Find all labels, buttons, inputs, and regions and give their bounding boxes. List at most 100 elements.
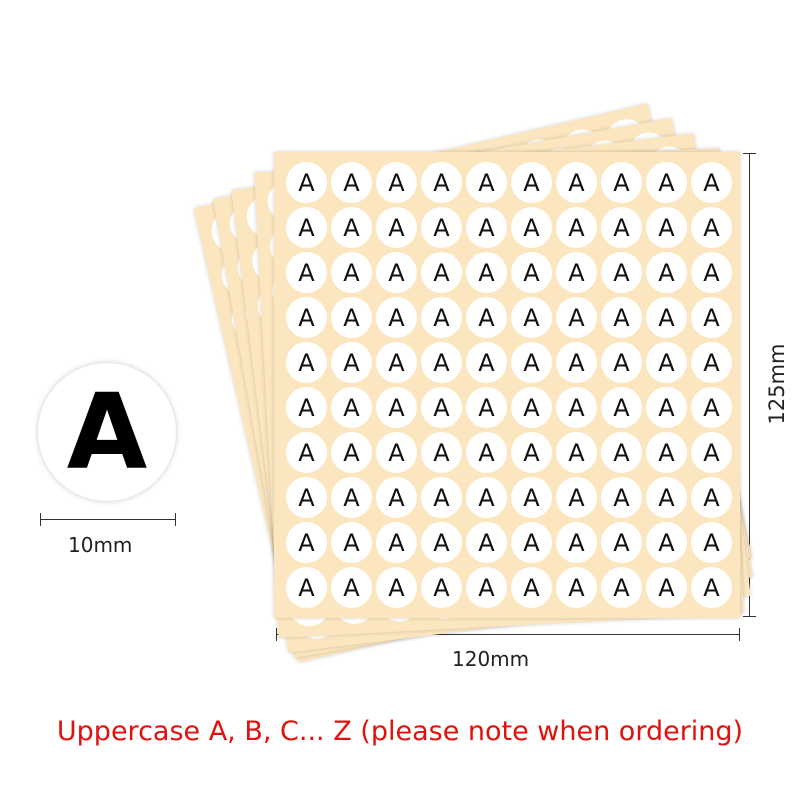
sample-dimension-tick-left [40,513,41,526]
sheet-height-label: 125mm [765,343,789,425]
sticker-dot: A [601,432,642,473]
sticker-dot: A [421,567,462,608]
sticker-dot: A [691,207,732,248]
sticker-dot: A [421,342,462,383]
sticker-dot: A [421,252,462,293]
sticker-dot: A [556,522,597,563]
sheet-height-line [749,153,750,617]
sample-dimension-line [40,519,176,520]
sticker-dot: A [466,207,507,248]
sticker-dot: A [331,297,372,338]
sticker-dot: A [646,252,687,293]
sample-letter: A [66,371,148,493]
sticker-dot: A [466,522,507,563]
sticker-dot: A [556,297,597,338]
sticker-dot: A [511,207,552,248]
sticker-dot: A [376,252,417,293]
sticker-dot: A [691,342,732,383]
sticker-dot: A [601,297,642,338]
sticker-dot: A [376,342,417,383]
sticker-dot: A [331,162,372,203]
sample-sticker: A [38,363,176,501]
sticker-dot: A [286,477,327,518]
sticker-dot: A [556,207,597,248]
sticker-dot: A [511,567,552,608]
sticker-dot: A [511,162,552,203]
sticker-dot: A [376,522,417,563]
sheet-width-label: 120mm [452,647,530,671]
sticker-dot: A [466,387,507,428]
sticker-dot: A [691,567,732,608]
sticker-dot: A [286,252,327,293]
sheet-width-tick-right [739,628,740,641]
sticker-dot: A [376,387,417,428]
sticker-dot: A [511,522,552,563]
sticker-dot: A [646,387,687,428]
sticker-dot: A [466,567,507,608]
sticker-dot: A [691,297,732,338]
sticker-dot: A [376,567,417,608]
sticker-dot: A [556,567,597,608]
sticker-dot: A [691,387,732,428]
sample-dimension-label: 10mm [68,533,133,557]
sticker-dot: A [286,342,327,383]
sticker-dot: A [646,522,687,563]
sticker-dot: A [646,162,687,203]
sticker-dot: A [376,207,417,248]
sticker-dot: A [511,432,552,473]
sticker-dot: A [286,162,327,203]
sticker-dot: A [421,207,462,248]
sheet-width-tick-left [276,628,277,641]
ordering-note: Uppercase A, B, C... Z (please note when… [56,716,744,747]
sticker-dot: A [421,387,462,428]
sticker-dot: A [601,567,642,608]
sticker-dot: A [376,162,417,203]
sticker-dot: A [511,342,552,383]
sticker-dot: A [421,297,462,338]
sticker-dot: A [376,297,417,338]
sticker-dot: A [376,432,417,473]
sticker-dot: A [691,162,732,203]
sticker-dot: A [556,252,597,293]
sticker-dot: A [646,342,687,383]
sticker-dot: A [556,432,597,473]
sticker-dot: A [466,342,507,383]
sheet-height-tick-bottom [743,616,756,617]
sticker-dot: A [601,387,642,428]
sheet-height-tick-top [743,153,756,154]
sticker-dot: A [601,207,642,248]
sticker-dot: A [286,432,327,473]
sticker-dot: A [466,432,507,473]
sticker-dot: A [331,387,372,428]
sticker-dot: A [646,297,687,338]
sticker-dot: A [691,432,732,473]
sticker-dot: A [511,477,552,518]
sticker-dot: A [421,522,462,563]
sticker-dot: A [511,297,552,338]
sticker-dot: A [331,342,372,383]
sticker-dot: A [331,252,372,293]
sticker-dot: A [331,432,372,473]
sticker-dot: A [511,387,552,428]
sticker-dot: A [691,477,732,518]
sticker-dot: A [286,522,327,563]
sticker-dot: A [421,477,462,518]
sticker-dot: A [646,567,687,608]
sticker-dot: A [601,477,642,518]
sticker-dot: A [556,387,597,428]
sticker-dot: A [466,297,507,338]
sticker-dot: A [286,207,327,248]
sticker-dot: A [376,477,417,518]
sticker-dot: A [511,252,552,293]
sticker-dot: A [286,567,327,608]
sticker-dot: A [331,567,372,608]
sample-dimension-tick-right [175,513,176,526]
sticker-dot: A [556,342,597,383]
sticker-dot: A [286,387,327,428]
sticker-dot: A [646,432,687,473]
sticker-dot: A [601,522,642,563]
sticker-dot: A [601,342,642,383]
